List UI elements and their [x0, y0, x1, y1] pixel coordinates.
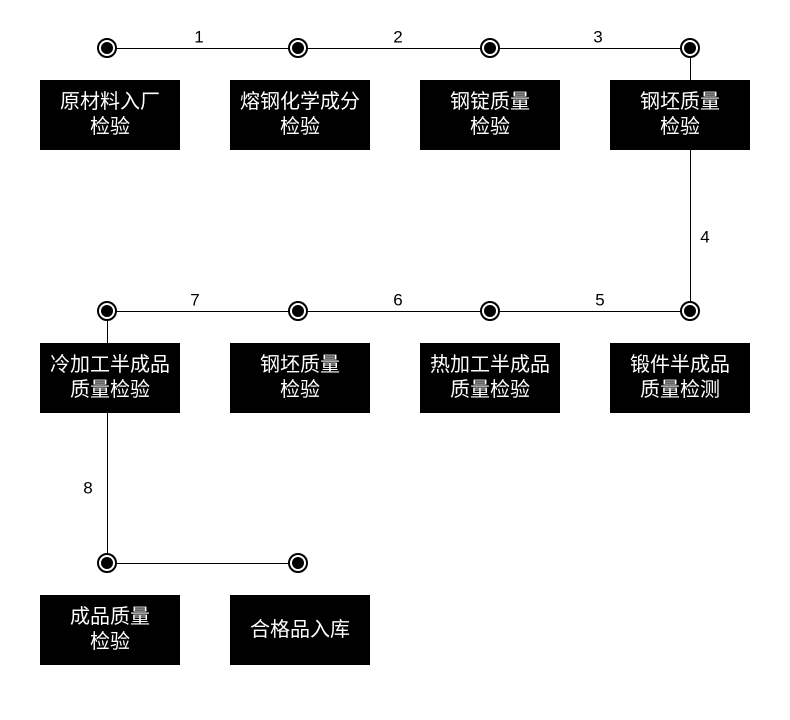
box-hot-work-semifinished-inspection: 热加工半成品 质量检验: [420, 343, 560, 413]
box-label-line: 冷加工半成品: [50, 354, 170, 376]
node-3: [480, 38, 500, 58]
node-6: [288, 301, 308, 321]
box-label-line: 检验: [90, 116, 130, 138]
box-label-line: 检验: [280, 116, 320, 138]
box-label-line: 检验: [470, 116, 510, 138]
node-2: [288, 38, 308, 58]
connector-segment-3: [490, 48, 690, 49]
connector-segment-5: [490, 311, 690, 312]
connector-segment-8: [107, 311, 108, 563]
box-raw-material-inspection: 原材料入厂 检验: [40, 80, 180, 150]
node-8: [680, 301, 700, 321]
edge-label-2: 2: [393, 27, 403, 47]
connector-segment-final: [107, 563, 298, 564]
box-label-line: 检验: [280, 379, 320, 401]
edge-label-3: 3: [593, 27, 603, 47]
box-qualified-product-storage: 合格品入库: [230, 595, 370, 665]
edge-label-7: 7: [190, 290, 200, 310]
box-label-line: 热加工半成品: [430, 354, 550, 376]
edge-label-6: 6: [393, 290, 403, 310]
node-4: [680, 38, 700, 58]
node-1: [97, 38, 117, 58]
box-label-line: 钢坯质量: [260, 354, 340, 376]
connector-segment-4: [690, 48, 691, 311]
box-molten-steel-chemical-inspection: 熔钢化学成分 检验: [230, 80, 370, 150]
box-label-line: 原材料入厂: [60, 91, 160, 113]
box-ingot-quality-inspection: 钢锭质量 检验: [420, 80, 560, 150]
box-label-line: 合格品入库: [250, 618, 350, 641]
connector-segment-7: [107, 311, 298, 312]
box-label-line: 检验: [660, 116, 700, 138]
box-forging-semifinished-inspection: 锻件半成品 质量检测: [610, 343, 750, 413]
connector-segment-1: [107, 48, 298, 49]
box-billet-quality-inspection-2: 钢坯质量 检验: [230, 343, 370, 413]
box-label-line: 质量检测: [640, 379, 720, 401]
connector-segment-6: [298, 311, 490, 312]
box-label-line: 质量检验: [70, 379, 150, 401]
edge-label-8: 8: [83, 478, 93, 498]
box-label-line: 钢坯质量: [640, 91, 720, 113]
box-label-line: 检验: [90, 631, 130, 653]
box-label-line: 质量检验: [450, 379, 530, 401]
box-billet-quality-inspection: 钢坯质量 检验: [610, 80, 750, 150]
node-7: [480, 301, 500, 321]
edge-label-4: 4: [700, 227, 710, 247]
box-finished-product-inspection: 成品质量 检验: [40, 595, 180, 665]
box-cold-work-semifinished-inspection: 冷加工半成品 质量检验: [40, 343, 180, 413]
node-9: [97, 553, 117, 573]
box-label-line: 钢锭质量: [450, 91, 530, 113]
box-label-line: 成品质量: [70, 606, 150, 628]
edge-label-5: 5: [595, 290, 605, 310]
box-label-line: 熔钢化学成分: [240, 91, 360, 113]
edge-label-1: 1: [194, 27, 204, 47]
box-label-line: 锻件半成品: [630, 354, 730, 376]
node-5: [97, 301, 117, 321]
connector-segment-2: [298, 48, 490, 49]
node-10: [288, 553, 308, 573]
